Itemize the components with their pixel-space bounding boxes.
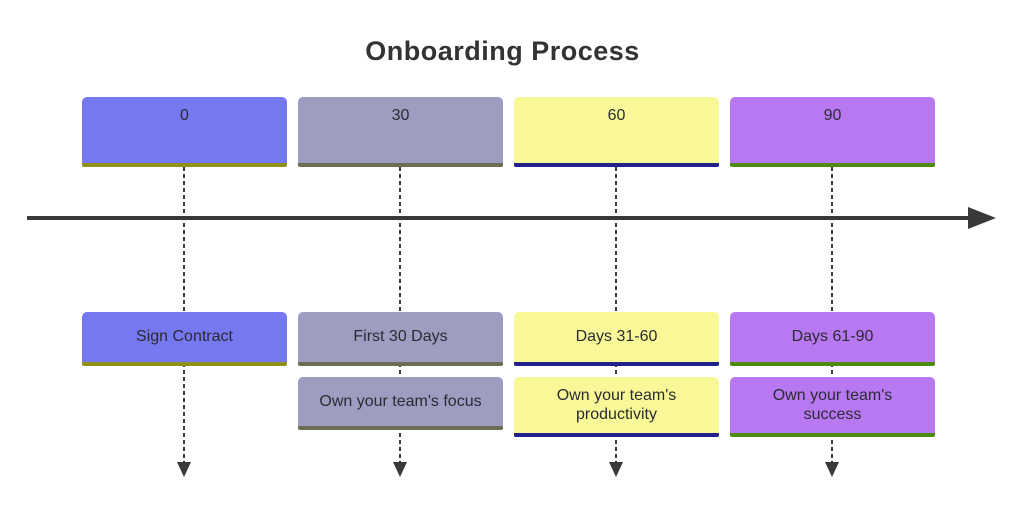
period-box-90: 90 (730, 97, 935, 167)
down-arrowhead-icon (825, 462, 839, 477)
event-label: Own your team's focus (319, 393, 482, 410)
event-box: Days 61-90 (730, 312, 935, 366)
diagram-title: Onboarding Process (365, 36, 640, 66)
event-label: Sign Contract (136, 328, 233, 345)
event-box: Sign Contract (82, 312, 287, 366)
event-box: Days 31-60 (514, 312, 719, 366)
event-label: Own your team's productivity (556, 387, 677, 423)
timeline-axis (27, 216, 970, 220)
down-arrowhead-icon (177, 462, 191, 477)
event-box: Own your team's success (730, 377, 935, 437)
period-box-60: 60 (514, 97, 719, 167)
event-box: First 30 Days (298, 312, 503, 366)
event-label: Days 31-60 (575, 328, 658, 345)
period-label: 0 (180, 107, 189, 124)
event-label: First 30 Days (353, 328, 448, 345)
period-label: 90 (823, 107, 842, 124)
event-label: Own your team's success (772, 387, 893, 423)
period-box-30: 30 (298, 97, 503, 167)
down-arrowhead-icon (609, 462, 623, 477)
period-label: 30 (391, 107, 410, 124)
event-box: Own your team's productivity (514, 377, 719, 437)
event-box: Own your team's focus (298, 377, 503, 430)
period-box-0: 0 (82, 97, 287, 167)
period-label: 60 (607, 107, 626, 124)
event-label: Days 61-90 (791, 328, 874, 345)
down-arrowhead-icon (393, 462, 407, 477)
axis-arrowhead-icon (968, 207, 996, 229)
